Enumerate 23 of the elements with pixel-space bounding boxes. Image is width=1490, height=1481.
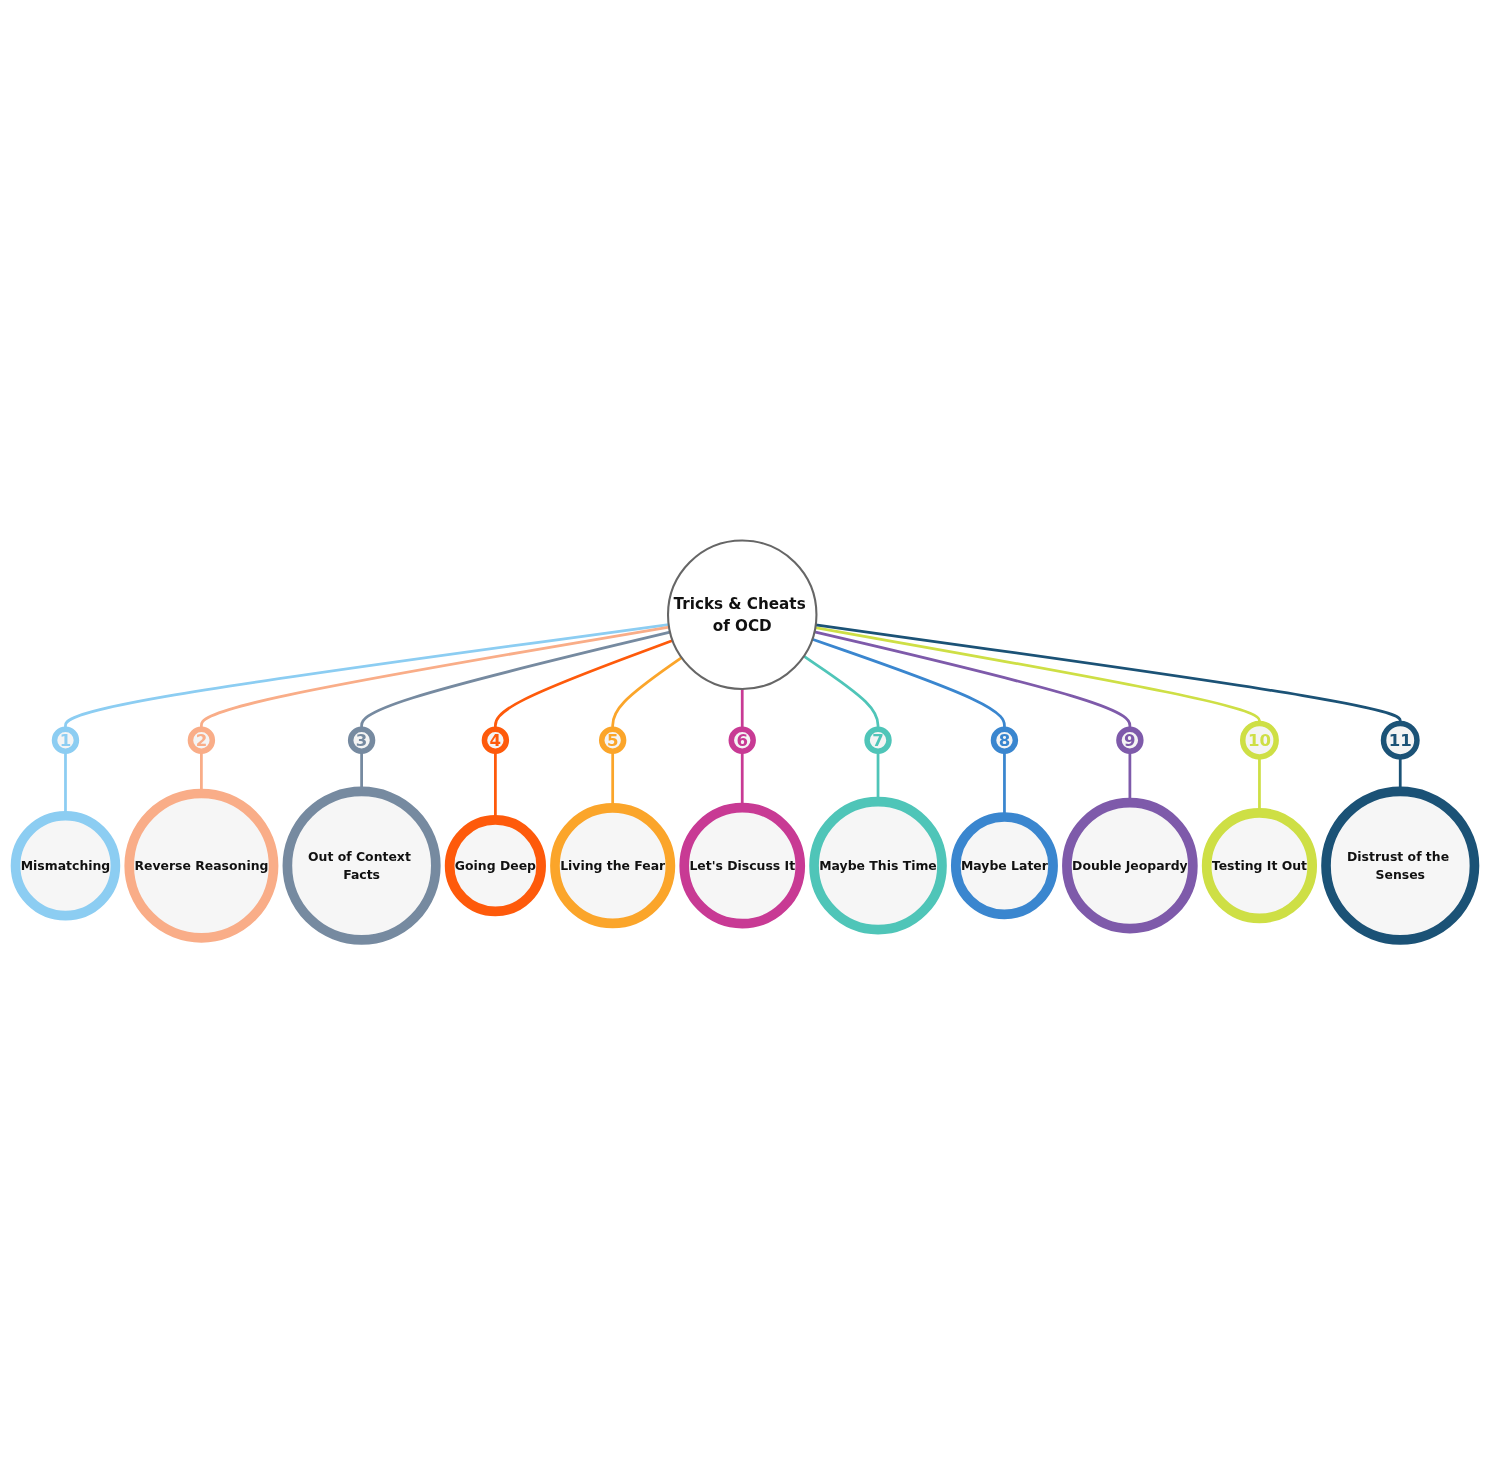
node-circle: Living the Fear (550, 803, 676, 929)
node-circle: 2 (187, 726, 216, 755)
node-circle: 1 (51, 726, 80, 755)
node-circle: Distrust of the Senses (1321, 786, 1480, 945)
node-circle: 10 (1239, 721, 1279, 760)
node-circle: Maybe This Time (809, 797, 947, 935)
node-circle: Going Deep (444, 815, 546, 917)
node-circle: Let's Discuss It (679, 803, 806, 929)
node-circle: 11 (1380, 721, 1420, 760)
node-circle: Testing It Out (1201, 808, 1318, 924)
node-circle: 9 (1116, 726, 1144, 755)
node-circle: Tricks & Cheats of OCD (666, 539, 818, 691)
node-circle: 4 (481, 726, 510, 755)
node-circle: 6 (728, 726, 756, 755)
node-circle: Reverse Reasoning (124, 788, 279, 943)
node-circle: Mismatching (10, 811, 121, 921)
node-circle: 5 (598, 726, 627, 755)
node-circle: 8 (990, 726, 1019, 755)
node-circle: Maybe Later (950, 812, 1058, 920)
node-circle: 3 (347, 726, 376, 755)
node-circle: Out of Context Facts (282, 786, 441, 945)
node-circle: Double Jeopardy (1062, 798, 1198, 934)
node-circle: 7 (864, 726, 892, 755)
